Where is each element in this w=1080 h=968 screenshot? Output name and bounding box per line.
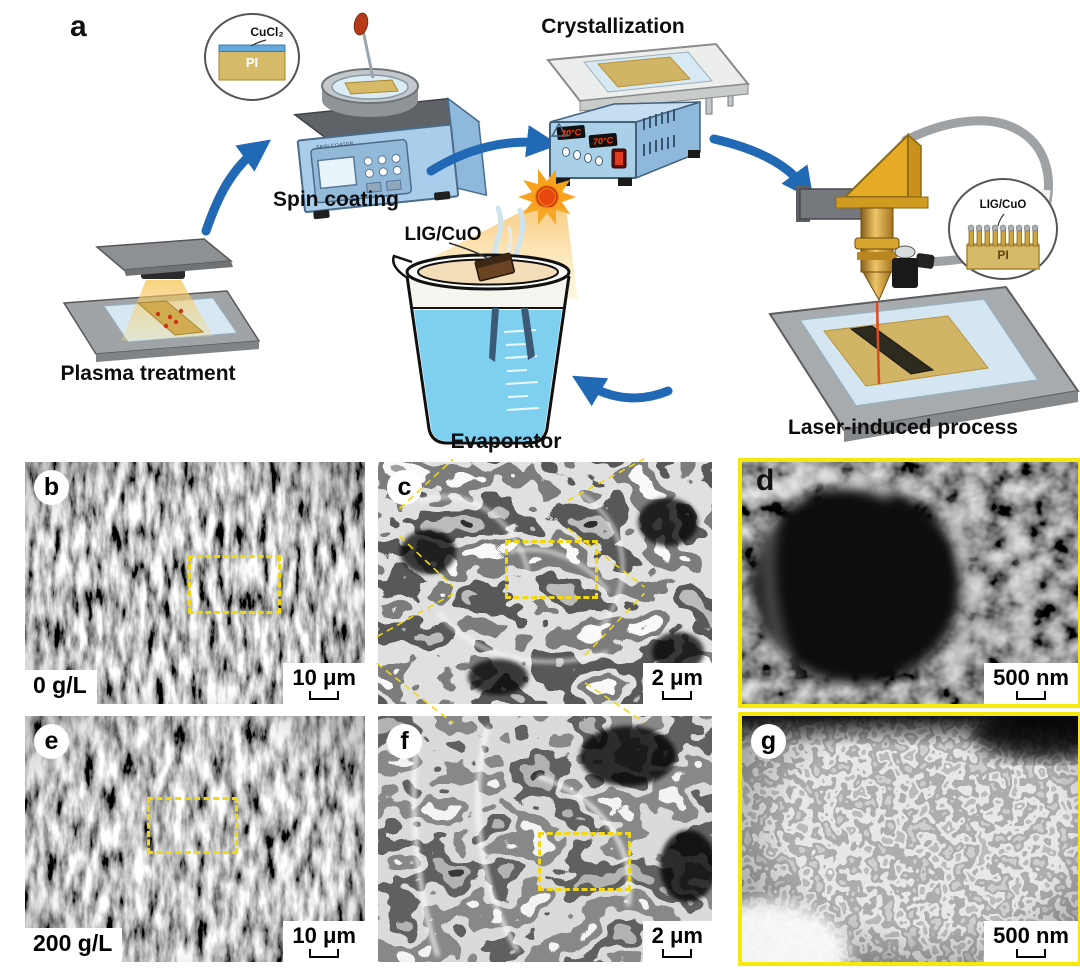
- scale-bar-bracket: [662, 691, 693, 700]
- scale-bar-text: 500 nm: [993, 665, 1069, 690]
- concentration-label: 0 g/L: [25, 670, 97, 704]
- lig-cuo-inset-label: LIG/CuO: [979, 199, 1027, 211]
- evaporator-beaker: [392, 242, 571, 445]
- cucl2-inset-label: CuCl₂: [250, 25, 284, 39]
- sem-panel-e: e 200 g/L 10 μm: [25, 716, 365, 962]
- panel-a-letter: a: [70, 10, 87, 43]
- evaporator-label: Evaporator: [450, 430, 562, 453]
- sem-panel-f: f 2 μm: [378, 716, 712, 962]
- scale-bar-text: 2 μm: [651, 665, 703, 690]
- spin-coater-machine: [292, 97, 488, 220]
- sem-panel-d: d 500 nm: [738, 458, 1080, 708]
- scale-bar-bracket: [1016, 949, 1047, 958]
- zoom-roi-box: [188, 555, 281, 614]
- panel-letter-badge: f: [387, 724, 422, 759]
- laser-beam: [875, 301, 881, 385]
- panel-letter-badge: b: [34, 470, 69, 505]
- warning-triangle-icon: [550, 122, 568, 137]
- sem-panel-g: g 500 nm: [738, 712, 1080, 966]
- sem-panel-b: b 0 g/L 10 μm: [25, 462, 365, 704]
- plasma-treatment-label: Plasma treatment: [60, 362, 236, 385]
- scale-bar: 2 μm: [642, 663, 712, 704]
- dropper-bulb: [353, 12, 369, 36]
- hot-plate: [546, 42, 750, 186]
- scale-bar-bracket: [662, 949, 693, 958]
- vent-slots: [643, 109, 675, 156]
- cucl2-pi-inset: [204, 13, 300, 101]
- laser-process-label: Laser-induced process: [788, 416, 1018, 439]
- evaporator-sample-label: LIG/CuO: [404, 224, 482, 245]
- arrow-crystallization-to-laser: [709, 134, 814, 201]
- panel-letter-badge: g: [751, 724, 786, 759]
- crystallization-label: Crystallization: [541, 15, 685, 38]
- scale-bar: 10 μm: [283, 921, 365, 962]
- laser-mirror-prism: [842, 132, 909, 198]
- sem-panel-c: c 2 μm: [378, 462, 712, 704]
- beaker-graduations: [503, 329, 540, 411]
- lig-comb-structure: [967, 224, 1039, 247]
- floating-sample: [474, 252, 515, 282]
- laser-clamp: [892, 258, 918, 288]
- spin-coater-bowl: [321, 12, 419, 117]
- laser-station: [768, 116, 1080, 442]
- pi-inset-label: PI: [245, 55, 259, 70]
- scale-bar-text: 500 nm: [993, 923, 1069, 948]
- scale-bar-text: 10 μm: [292, 665, 356, 690]
- lig-cuo-pi-inset: [948, 178, 1058, 280]
- arrow-spin-to-crystallization: [426, 125, 560, 176]
- process-schematic-illustration: [62, 12, 1080, 445]
- concentration-label: 200 g/L: [25, 928, 123, 962]
- scale-bar: 10 μm: [283, 663, 365, 704]
- arrow-plasma-to-spin: [201, 139, 272, 236]
- panel-letter: d: [756, 464, 775, 497]
- panel-letter-badge: c: [387, 470, 422, 505]
- scale-bar-text: 2 μm: [651, 923, 703, 948]
- scale-bar: 2 μm: [642, 921, 712, 962]
- scale-bar-bracket: [1016, 691, 1047, 700]
- scale-bar: 500 nm: [984, 663, 1078, 704]
- pi-inset-label-2: PI: [997, 248, 1009, 262]
- scale-bar: 500 nm: [984, 921, 1078, 962]
- hotplate-display-right: 70°C: [592, 134, 614, 147]
- zoom-roi-box: [147, 797, 238, 854]
- hotplate-display-left: 70°C: [560, 126, 582, 139]
- plasma-treatment-station: [62, 238, 261, 362]
- zoom-roi-box: [538, 832, 631, 891]
- zoom-roi-box: [505, 540, 598, 599]
- scale-bar-bracket: [309, 691, 340, 700]
- arrow-laser-to-evaporator: [572, 375, 673, 407]
- spin-coating-label: Spin coating: [273, 188, 399, 211]
- scale-bar-text: 10 μm: [292, 923, 356, 948]
- panel-letter-badge: e: [34, 724, 69, 759]
- scale-bar-bracket: [309, 949, 340, 958]
